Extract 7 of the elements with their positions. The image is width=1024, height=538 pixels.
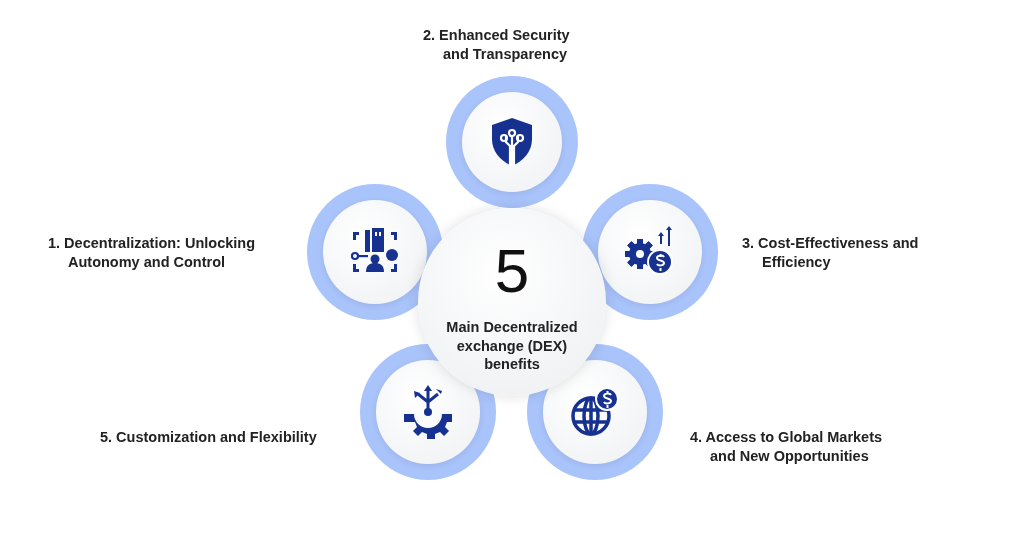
benefit-label: 5. Customization and Flexibility xyxy=(100,428,318,447)
benefit-label: 4. Access to Global Markets and New Opportunities xyxy=(690,428,884,466)
number-label: 5 xyxy=(494,239,530,302)
benefit-label: 2. Enhanced Security and Transparency xyxy=(423,26,571,64)
benefit-label: 3. Cost-Effectiveness and Efficiency xyxy=(742,234,920,272)
center-title: Main Decentralized exchange (DEX) benefits xyxy=(445,317,579,375)
benefit-label: 1. Decentralization: Unlocking Autonomy and Control xyxy=(48,234,257,272)
